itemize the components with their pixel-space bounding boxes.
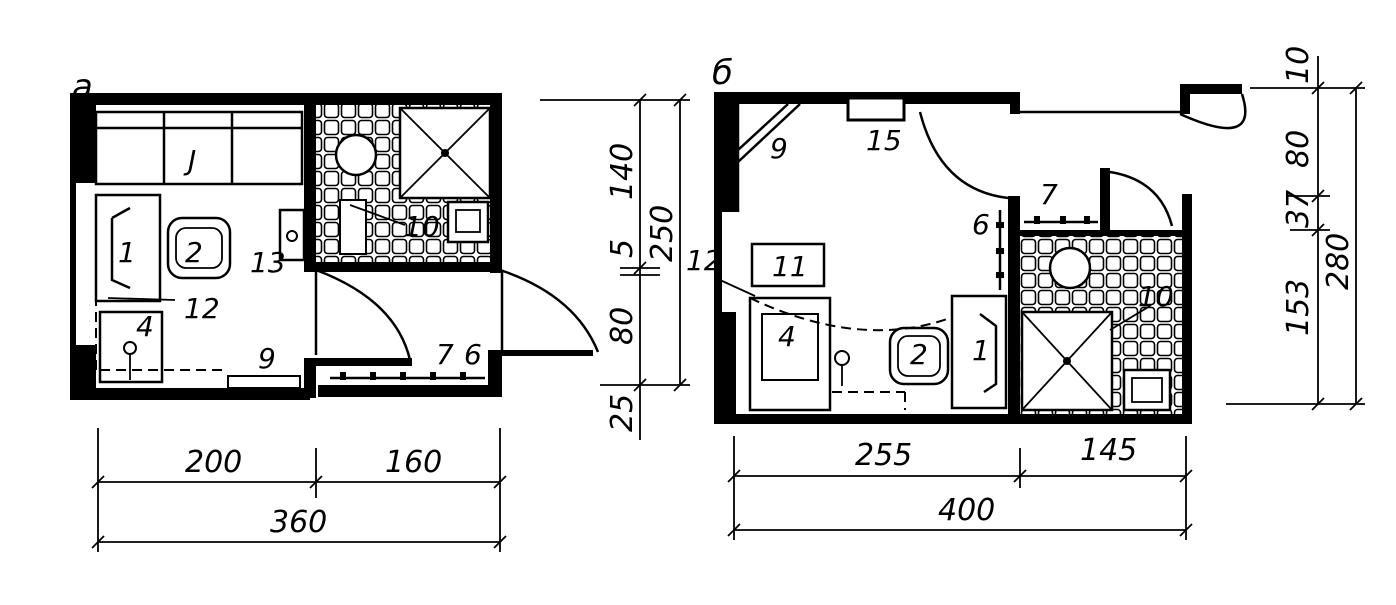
plan-b-door-arc-right — [1179, 93, 1247, 130]
plan-b-horizontal-dimensions: 255 145 400 — [727, 433, 1193, 540]
plan-b-corner-shelf — [736, 103, 801, 212]
plan-b-bed-1 — [950, 294, 1008, 410]
plan-b-walls — [714, 84, 1242, 424]
plan-a-dim-160: 160 — [385, 445, 442, 480]
plan-a-dim-250: 250 — [645, 205, 680, 262]
plan-a-dim-140: 140 — [605, 143, 640, 200]
plan-b-label-9: 9 — [770, 132, 788, 165]
plan-b-label-15: 15 — [866, 124, 902, 157]
plan-a-dim-200: 200 — [185, 445, 242, 480]
plan-b-label-2: 2 — [910, 338, 928, 371]
plan-a-wheelchair — [166, 216, 232, 280]
plan-a-dim-80: 80 — [605, 307, 640, 345]
plan-a-label-2: 2 — [185, 236, 203, 269]
plan-b-label-10: 10 — [1138, 280, 1174, 313]
plan-b-table-11 — [750, 242, 826, 288]
plan-b-dim-145: 145 — [1080, 433, 1137, 468]
plan-a-sink-13 — [278, 208, 306, 262]
plan-b-dim-10: 10 — [1281, 46, 1316, 84]
plan-a-radiator-9 — [227, 375, 301, 389]
plan-b-washbasin — [1122, 368, 1172, 412]
plan-b-dim-255: 255 — [855, 438, 912, 473]
plan-b-dim-80: 80 — [1281, 130, 1316, 168]
plan-b-window-fixture — [846, 96, 906, 122]
plan-b-dim-280: 280 — [1321, 233, 1356, 290]
plan-b-wheelchair-2 — [888, 326, 950, 386]
plan-b-label-11: 11 — [772, 250, 808, 283]
plan-b-vertical-dimensions: 10 80 37 153 280 — [1226, 46, 1365, 411]
plan-b-bath-door-arc — [1109, 170, 1174, 227]
plan-a-label-12: 12 — [184, 292, 220, 325]
plan-b-label-1: 1 — [972, 334, 990, 367]
plan-a-washbasin — [446, 200, 490, 244]
plan-a-bed — [94, 193, 162, 303]
plan-a-door-arc-inner — [315, 268, 412, 361]
plan-a-label-7: 7 — [436, 338, 454, 371]
plan-b: б — [686, 46, 1365, 540]
plan-a-sofa — [94, 110, 304, 186]
plan-a-dim-25: 25 — [605, 394, 640, 432]
plan-b-armchair-4 — [748, 296, 832, 412]
plan-b-dim-37: 37 — [1281, 190, 1316, 228]
plan-b-dim-400: 400 — [938, 493, 995, 528]
plan-a-label-6: 6 — [464, 338, 482, 371]
plan-b-label-12: 12 — [686, 244, 722, 277]
plan-a-label-4: 4 — [136, 310, 154, 343]
plan-a-vertical-dimensions: 140 5 80 25 250 — [540, 93, 690, 440]
plan-a-door-arc-outer — [499, 268, 600, 353]
plan-b-door-arc-left — [918, 111, 1009, 200]
plan-b-wall-rails — [996, 210, 1098, 290]
plan-a-label-13: 13 — [250, 246, 286, 279]
plan-a-walls — [70, 93, 593, 400]
plan-b-label-6: 6 — [972, 208, 990, 241]
plan-b-dim-153: 153 — [1281, 279, 1316, 336]
plan-a-grab-bar — [339, 199, 367, 255]
plan-a-label-10: 10 — [404, 210, 440, 243]
plan-a-toilet — [334, 133, 378, 177]
plan-a-label-9: 9 — [258, 342, 276, 375]
plan-b-label-4: 4 — [778, 320, 796, 353]
plan-a: а — [70, 67, 690, 552]
plan-b-toilet — [1048, 246, 1092, 290]
plan-a-wall-rails — [330, 372, 485, 380]
plan-b-tag: б — [712, 53, 733, 93]
plan-a-horizontal-dimensions: 200 160 360 — [91, 428, 507, 552]
plan-a-dim-360: 360 — [270, 505, 327, 540]
plan-a-label-1: 1 — [118, 236, 136, 269]
plan-b-label-7: 7 — [1040, 178, 1058, 211]
plan-a-dim-5: 5 — [605, 239, 640, 258]
